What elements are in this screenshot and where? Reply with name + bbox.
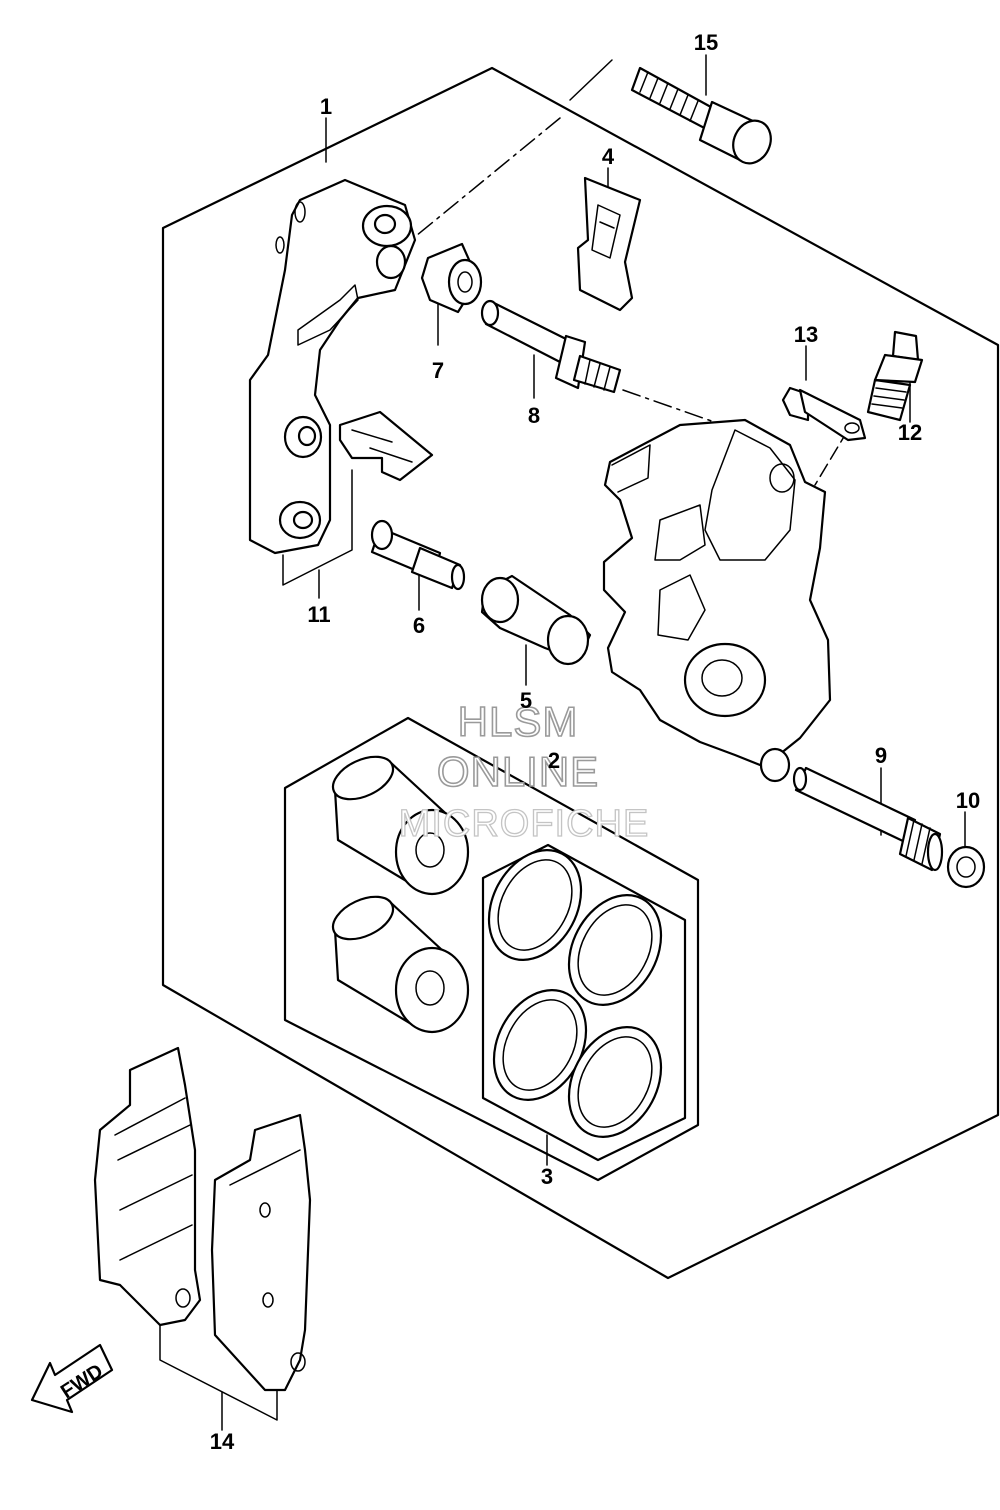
callout-2: 2	[548, 748, 560, 773]
callout-12: 12	[898, 420, 922, 445]
watermark-line-3: MICROFICHE	[399, 803, 650, 845]
callout-7: 7	[432, 358, 444, 383]
watermark-line-1: HLSM	[458, 698, 579, 745]
callout-10: 10	[956, 788, 980, 813]
forward-direction: FWD	[30, 1343, 114, 1414]
callout-14: 14	[210, 1429, 235, 1454]
pin-part-9	[792, 766, 944, 872]
callout-1: 1	[320, 94, 332, 119]
arrow-down-left-icon	[30, 1343, 114, 1414]
seal-group-outline	[481, 843, 687, 1162]
watermark-line-2: ONLINE	[437, 748, 599, 795]
callout-8: 8	[528, 403, 540, 428]
callout-15: 15	[694, 30, 718, 55]
pin-part-6	[370, 519, 466, 591]
caliper-bracket-part-1	[248, 178, 417, 555]
callout-5: 5	[520, 688, 532, 713]
nut-part-10	[946, 845, 986, 889]
callout-11: 11	[307, 602, 330, 627]
caliper-body	[602, 418, 832, 783]
assembly-outline	[161, 66, 1000, 1280]
bleeder-part-12	[866, 330, 924, 422]
pad-spring-part-4	[576, 176, 642, 312]
callout-9: 9	[875, 743, 887, 768]
callout-3: 3	[541, 1164, 553, 1189]
pistons-part-2	[331, 755, 470, 1034]
piston-group-outline	[283, 716, 700, 1182]
boot-part-5	[480, 574, 592, 666]
seals-part-3	[487, 849, 663, 1138]
boot-part-7	[420, 242, 483, 314]
leader-lines	[159, 54, 966, 1431]
callout-13: 13	[794, 322, 818, 347]
pin-part-8	[480, 299, 622, 394]
retainer-clip-part-11	[338, 410, 434, 482]
callout-4: 4	[602, 144, 615, 169]
callout-labels: 1 2 3 4 5 6 7 8 9 10 11 12 13 14 15	[210, 30, 980, 1454]
bolt-part-15	[630, 66, 772, 165]
watermark: HLSM ONLINE MICROFICHE	[398, 697, 650, 845]
brake-pads-part-14	[93, 1046, 312, 1392]
callout-6: 6	[413, 613, 425, 638]
cap-part-13	[781, 386, 867, 442]
